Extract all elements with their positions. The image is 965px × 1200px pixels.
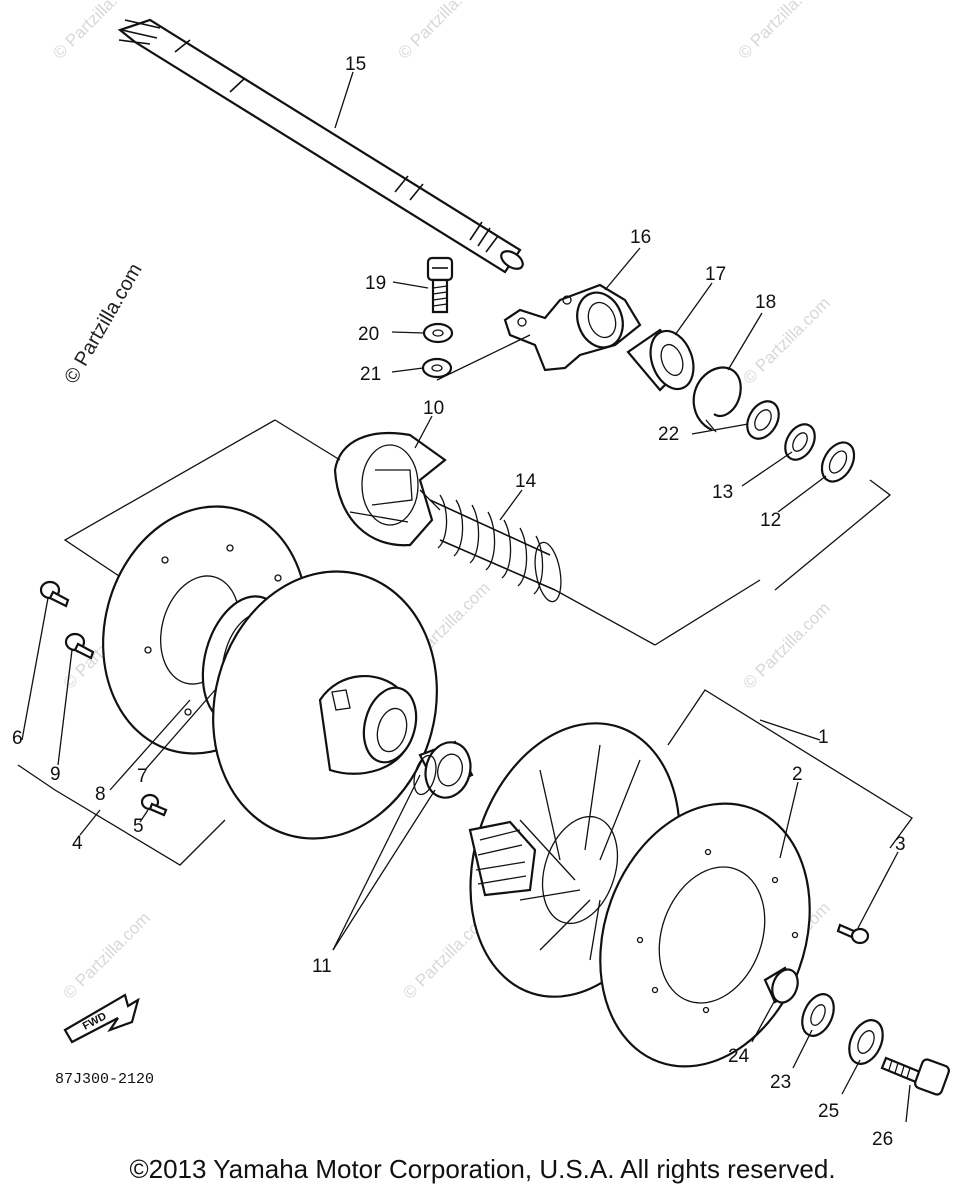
watermark: © Partzilla.com — [734, 0, 828, 63]
callout-20: 20 — [358, 324, 379, 345]
part-18-circlip — [692, 366, 742, 433]
callout-5: 5 — [133, 816, 144, 837]
part-10-cam — [333, 431, 447, 547]
diagram-code: 87J300-2120 — [55, 1071, 154, 1088]
callout-1: 1 — [818, 727, 829, 748]
part-22-washer — [746, 400, 780, 440]
copyright-notice: ©2013 Yamaha Motor Corporation, U.S.A. A… — [129, 1154, 836, 1184]
part-21-washer — [421, 357, 453, 379]
callout-3: 3 — [895, 834, 906, 855]
part-24-spacer — [763, 966, 799, 1004]
watermark-dark: © Partzilla.com — [60, 260, 146, 388]
part-6-bolt — [39, 580, 70, 608]
part-26-bolt — [880, 1056, 950, 1096]
callout-22: 22 — [658, 424, 679, 445]
callout-12: 12 — [760, 510, 781, 531]
callout-9: 9 — [50, 764, 61, 785]
part-16-bearing-holder — [503, 283, 642, 372]
callout-21: 21 — [360, 364, 381, 385]
callout-11: 11 — [312, 956, 332, 977]
group-bracket-right — [667, 689, 913, 849]
watermark: © Partzilla.com — [394, 0, 488, 63]
callout-10: 10 — [423, 398, 444, 419]
part-3-bolt — [836, 923, 870, 945]
part-23-washer — [801, 993, 835, 1037]
part-12-washer — [820, 441, 856, 483]
callouts: 15 16 17 18 19 20 21 10 14 22 13 12 6 9 … — [12, 54, 906, 1150]
callout-23: 23 — [770, 1072, 791, 1093]
callout-13: 13 — [712, 482, 733, 503]
part-13-washer — [784, 423, 816, 461]
callout-19: 19 — [365, 273, 386, 294]
callout-6: 6 — [12, 728, 23, 749]
watermark: © Partzilla.com — [739, 293, 833, 387]
callout-24: 24 — [728, 1046, 750, 1067]
callout-8: 8 — [95, 784, 106, 805]
part-11-bushing — [413, 740, 474, 799]
leader-lines — [21, 71, 911, 1123]
watermark: © Partzilla.com — [59, 908, 153, 1002]
part-19-bolt — [426, 256, 454, 314]
callout-14: 14 — [515, 471, 537, 492]
part-20-lock-washer — [422, 322, 454, 344]
part-17-bearing — [626, 328, 695, 392]
callout-7: 7 — [137, 766, 148, 787]
callout-4: 4 — [72, 833, 83, 854]
part-5-bolt — [140, 793, 168, 817]
part-4-sliding-sheave — [212, 570, 438, 840]
part-9-bolt — [64, 632, 95, 660]
callout-26: 26 — [872, 1129, 893, 1150]
callout-2: 2 — [792, 764, 803, 785]
group-bracket-lower-left — [17, 764, 226, 866]
part-15-shaft — [117, 18, 524, 274]
part-14-spring — [419, 489, 562, 603]
part-2-plate — [599, 802, 811, 1068]
callout-16: 16 — [630, 227, 651, 248]
fwd-arrow-icon: FWD — [63, 993, 140, 1044]
callout-15: 15 — [345, 54, 366, 75]
group-bracket-upper — [63, 334, 892, 646]
callout-25: 25 — [818, 1101, 839, 1122]
watermark: © Partzilla.com — [739, 598, 833, 692]
callout-18: 18 — [755, 292, 776, 313]
callout-17: 17 — [705, 264, 726, 285]
part-25-washer — [848, 1019, 884, 1065]
